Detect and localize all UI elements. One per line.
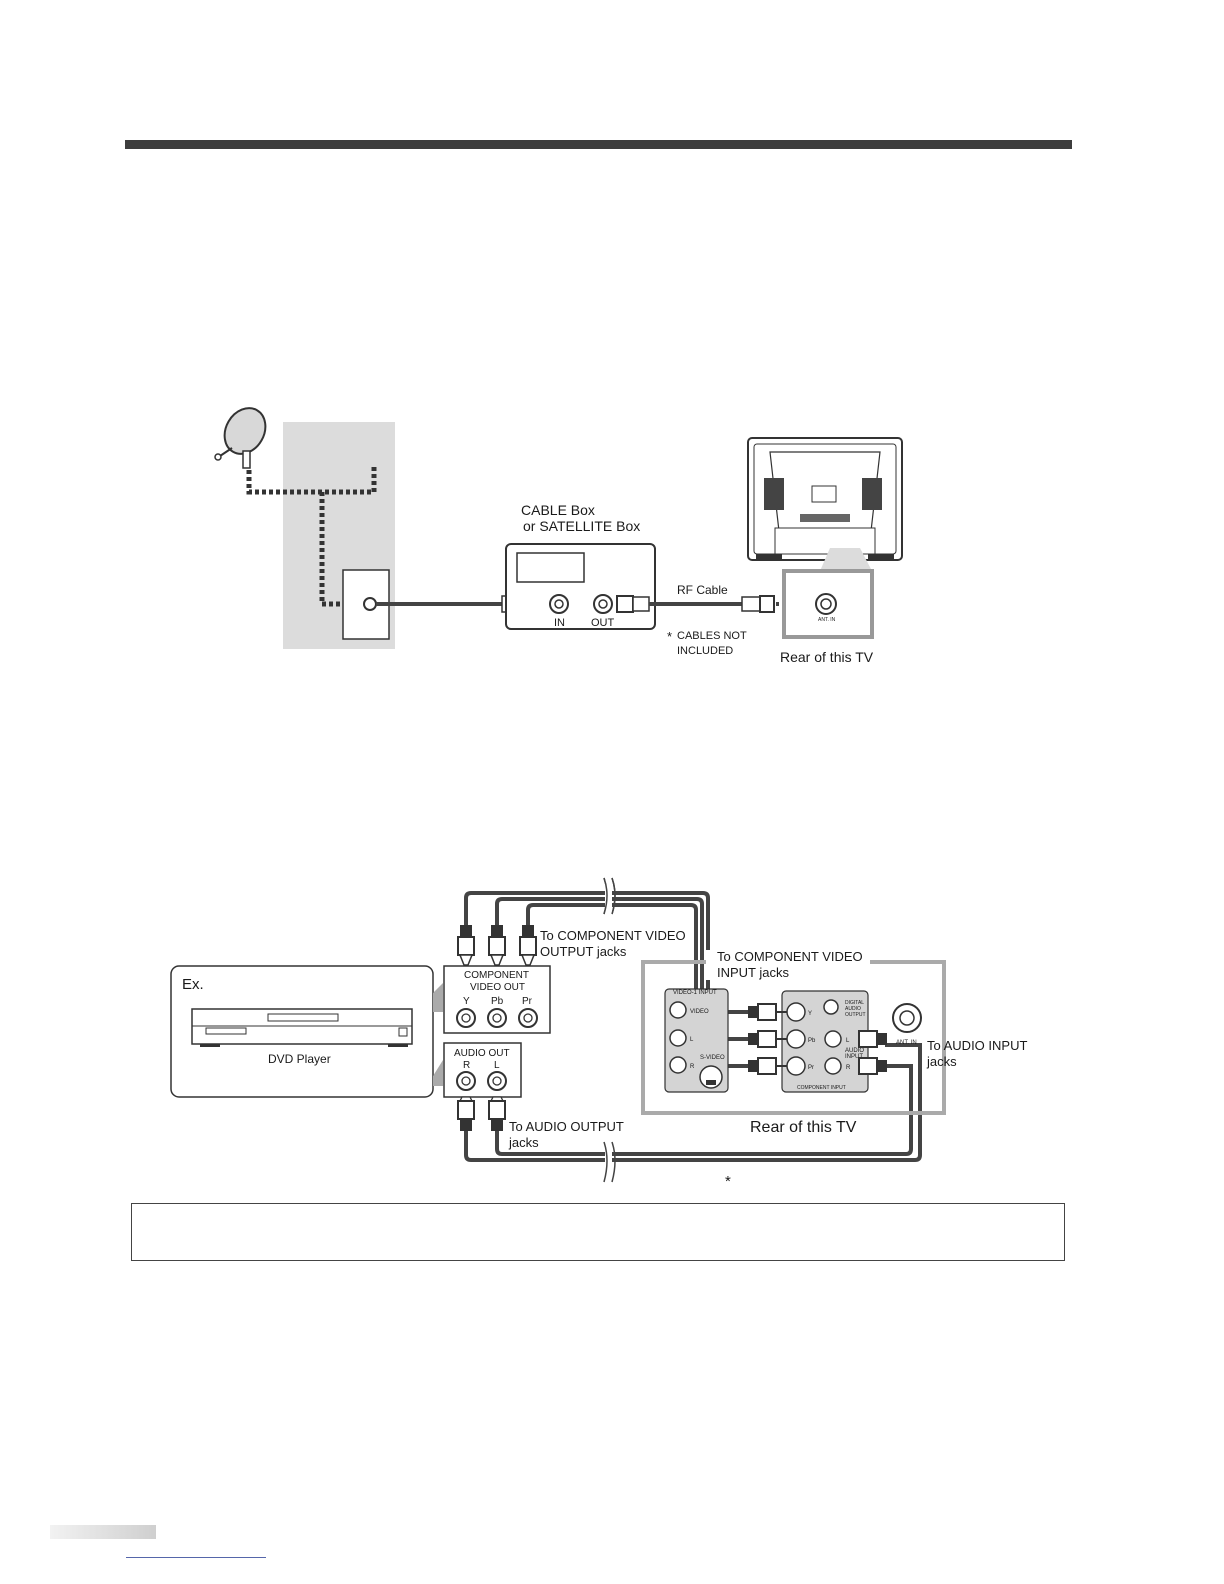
- to-component-video-output-2: OUTPUT jacks: [540, 944, 627, 959]
- component-plugs: [457, 925, 537, 966]
- ant-in-label: ANT. IN: [818, 617, 836, 623]
- component-video-out-1: COMPONENT: [464, 970, 529, 981]
- header-rule: [125, 140, 1072, 149]
- video1-input-label: VIDEO-1 INPUT: [673, 990, 717, 996]
- s-video-label: S-VIDEO: [700, 1055, 725, 1061]
- l-small: L: [846, 1038, 850, 1044]
- video-jack-label: VIDEO: [690, 1009, 709, 1015]
- cables-not-included-2: INCLUDED: [677, 645, 733, 657]
- page-footer-line: [126, 1557, 266, 1558]
- to-audio-output-1: To AUDIO OUTPUT: [509, 1119, 624, 1134]
- digital-audio-3: OUTPUT: [845, 1012, 866, 1018]
- l-jack-label: L: [690, 1037, 694, 1043]
- to-component-video-input-1: To COMPONENT VIDEO: [717, 949, 863, 964]
- asterisk-1: *: [667, 629, 672, 644]
- rear-tv-label-2: Rear of this TV: [750, 1119, 857, 1136]
- cables-not-included-1: CABLES NOT: [677, 630, 747, 642]
- pr-small: Pr: [808, 1065, 814, 1071]
- s-video-jack: [699, 1065, 723, 1089]
- in-label: IN: [554, 617, 565, 629]
- ant-in-label-2: ANT. IN: [896, 1040, 917, 1046]
- pr-label: Pr: [522, 996, 533, 1007]
- component-input-label: COMPONENT INPUT: [797, 1085, 846, 1091]
- tv-jack-zoom: [782, 569, 874, 639]
- tv-component-plugs: [748, 1003, 787, 1075]
- pb-small: Pb: [808, 1038, 816, 1044]
- page-footer-tab: [50, 1525, 156, 1539]
- diagram-cable-satellite: CABLE Box or SATELLITE Box IN OUT RF Cab…: [214, 407, 903, 665]
- satellite-dish-icon: [214, 407, 267, 469]
- r-jack-label: R: [690, 1064, 695, 1070]
- tv-rear-icon: [747, 437, 903, 571]
- component-video-out-2: VIDEO OUT: [470, 982, 525, 993]
- in-wall-cable: [319, 492, 347, 607]
- pb-label: Pb: [491, 996, 504, 1007]
- rear-tv-label-1: Rear of this TV: [780, 649, 874, 665]
- out-label: OUT: [591, 617, 615, 629]
- to-audio-input-1: To AUDIO INPUT: [927, 1038, 1027, 1053]
- note-box: [131, 1203, 1065, 1261]
- to-audio-output-2: jacks: [508, 1135, 539, 1150]
- tv-audio-plugs: [858, 1030, 887, 1075]
- audio-input-small-1: AUDIO: [845, 1048, 864, 1054]
- dvd-player-icon: [191, 1008, 413, 1047]
- y-label: Y: [463, 996, 470, 1007]
- audio-out-label: AUDIO OUT: [454, 1048, 510, 1059]
- dvd-player-label: DVD Player: [268, 1052, 331, 1066]
- asterisk-2: *: [725, 1173, 731, 1190]
- audio-out-panel: [443, 1042, 522, 1098]
- to-component-video-output-1: To COMPONENT VIDEO: [540, 928, 686, 943]
- ex-label: Ex.: [182, 976, 204, 993]
- rf-cable-label: RF Cable: [677, 583, 728, 597]
- dish-cable: [246, 466, 377, 495]
- y-small: Y: [808, 1011, 812, 1017]
- cable-box-display: [516, 552, 585, 583]
- to-component-video-input-2: INPUT jacks: [717, 965, 789, 980]
- digital-audio-jack: [823, 999, 839, 1015]
- diagram-component-video: To COMPONENT VIDEO OUTPUT jacks Ex. DVD …: [170, 877, 1027, 1190]
- cable-box-title-1: CABLE Box: [521, 502, 595, 518]
- to-audio-input-2: jacks: [926, 1054, 957, 1069]
- audio-l-label: L: [494, 1060, 500, 1071]
- r-small: R: [846, 1065, 851, 1071]
- cable-box-title-2: or SATELLITE Box: [523, 518, 640, 534]
- digital-audio-2: AUDIO: [845, 1006, 861, 1012]
- audio-plugs: [457, 1096, 506, 1131]
- audio-input-small-2: INPUT: [845, 1054, 863, 1060]
- wall-plate-jack: [363, 597, 377, 611]
- audio-r-label: R: [463, 1060, 470, 1071]
- digital-audio-1: DIGITAL: [845, 1000, 864, 1006]
